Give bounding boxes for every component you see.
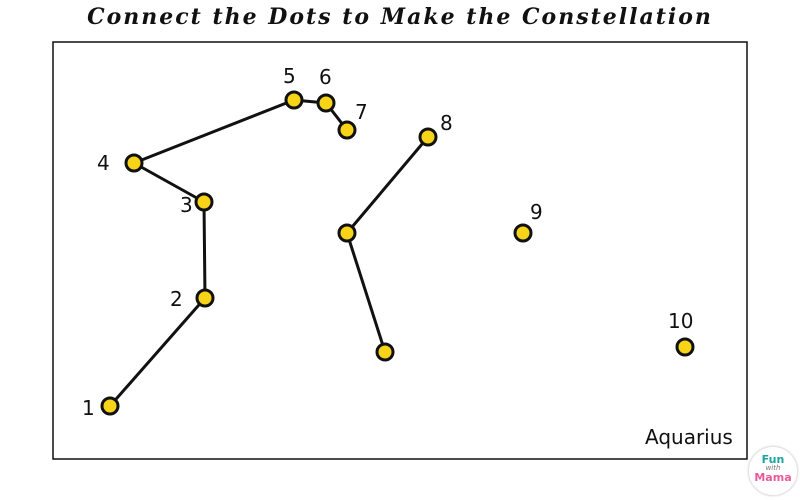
dot-label-7: 7 xyxy=(355,100,368,124)
dot-6[interactable] xyxy=(316,93,336,113)
dot-7[interactable] xyxy=(337,120,357,140)
dot-5[interactable] xyxy=(284,90,304,110)
fun-with-mama-logo: Fun with Mama xyxy=(748,446,798,496)
constellation-name: Aquarius xyxy=(645,425,733,449)
line-4-5 xyxy=(133,98,295,165)
dot-8[interactable] xyxy=(418,127,438,147)
board-frame xyxy=(52,41,748,460)
logo-text-line3: Mama xyxy=(754,471,792,484)
dot-4[interactable] xyxy=(124,153,144,173)
dot-label-1: 1 xyxy=(82,396,95,420)
line-2-3 xyxy=(202,201,207,299)
line-8-a xyxy=(345,136,430,234)
dot-label-9: 9 xyxy=(530,200,543,224)
dots xyxy=(100,90,695,416)
connecting-lines xyxy=(108,98,430,407)
dot-numbers: 1 2 3 4 5 6 7 8 9 10 xyxy=(82,64,693,420)
dot-label-8: 8 xyxy=(440,111,453,135)
dot-2[interactable] xyxy=(195,288,215,308)
logo-text-line2: with xyxy=(765,464,781,472)
dot-label-6: 6 xyxy=(319,65,332,89)
dot-label-3: 3 xyxy=(180,193,193,217)
line-3-4 xyxy=(133,161,205,204)
dot-1[interactable] xyxy=(100,396,120,416)
dot-label-10: 10 xyxy=(668,309,693,333)
page-title: Connect the Dots to Make the Constellati… xyxy=(87,4,713,30)
dot-unlabeled-b[interactable] xyxy=(375,342,395,362)
dot-label-5: 5 xyxy=(283,64,296,88)
dot-label-2: 2 xyxy=(170,287,183,311)
dot-9[interactable] xyxy=(513,223,533,243)
line-1-2 xyxy=(108,297,207,407)
line-a-b xyxy=(345,232,387,353)
dot-label-4: 4 xyxy=(97,151,110,175)
logo-text-line1: Fun xyxy=(761,453,785,466)
dot-3[interactable] xyxy=(194,192,214,212)
dot-10[interactable] xyxy=(675,337,695,357)
dot-unlabeled-a[interactable] xyxy=(337,223,357,243)
